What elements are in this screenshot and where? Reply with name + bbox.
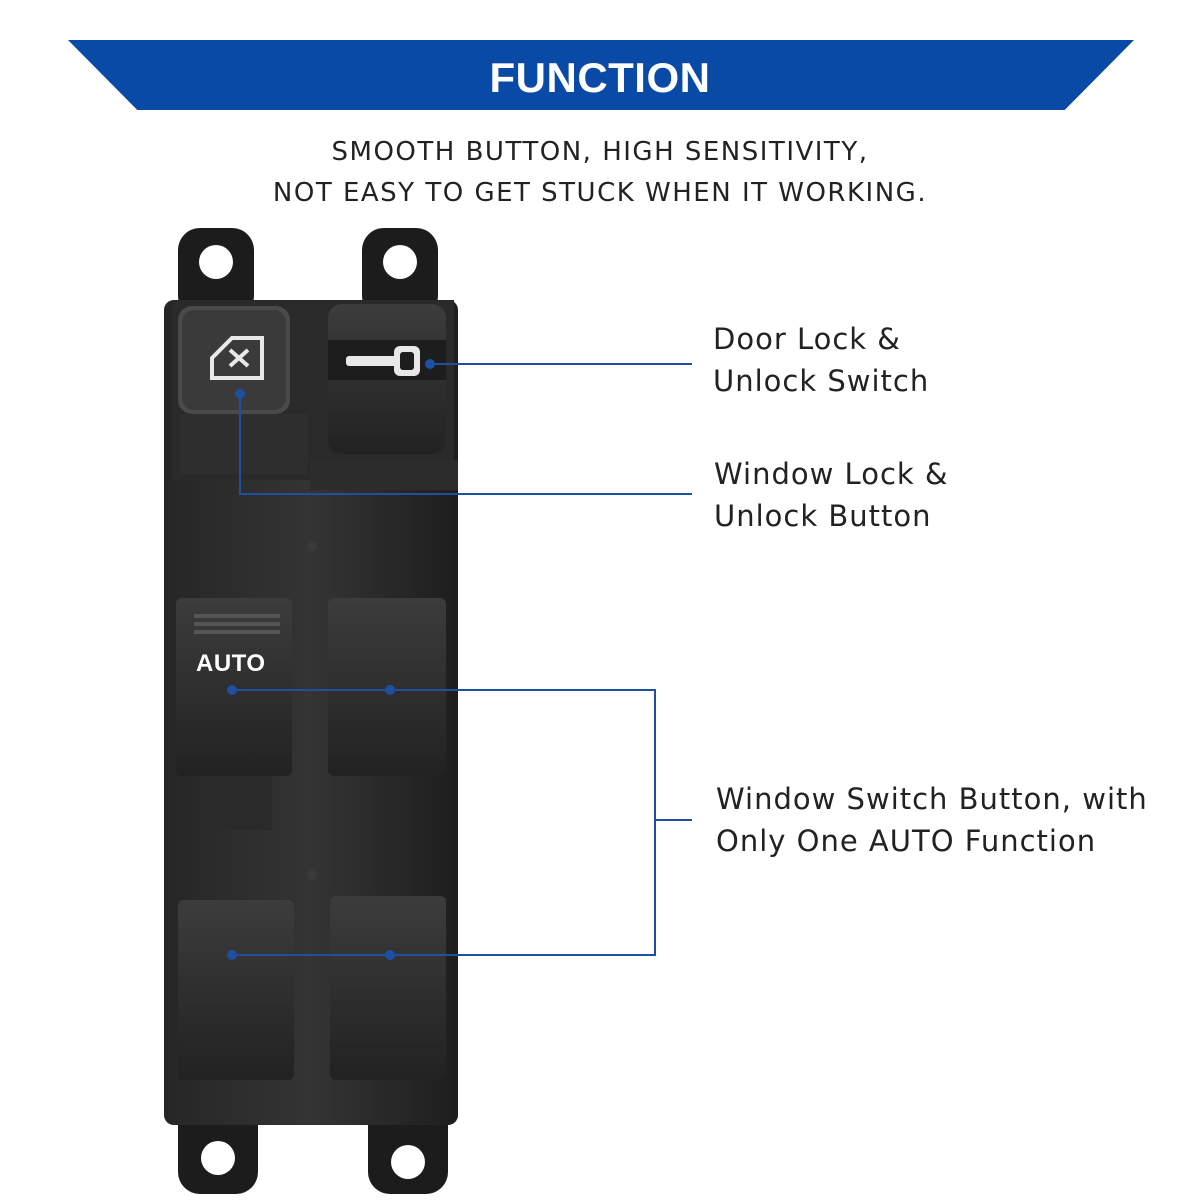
door-lock-callout-line-1: Door Lock & [713,322,901,356]
banner-title: FUNCTION [489,54,711,101]
window-lock-callout-line-1: Window Lock & [714,457,949,491]
window-switch-product-image [164,228,458,1194]
key-icon [346,346,420,376]
window-lock-button[interactable] [178,306,290,414]
window-switch-callout: Window Switch Button, with Only One AUTO… [716,778,1148,862]
window-lock-icon [210,336,264,380]
subtitle-line-2: NOT EASY TO GET STUCK WHEN IT WORKING. [272,178,928,208]
auto-label: AUTO [196,650,266,677]
window-switch-rear-right[interactable] [330,896,446,1080]
function-banner [68,40,1134,110]
window-lock-callout: Window Lock & Unlock Button [714,453,949,537]
window-switch-leader [232,689,692,956]
mount-tab-top-right [362,228,438,318]
window-switch-rear-left[interactable] [178,900,294,1080]
window-switch-callout-line-1: Window Switch Button, with [716,782,1148,816]
window-switch-callout-line-2: Only One AUTO Function [716,824,1097,858]
window-lock-leader [239,394,692,495]
window-lock-callout-line-2: Unlock Button [714,499,932,533]
subtitle-line-1: SMOOTH BUTTON, HIGH SENSITIVITY, [331,137,869,167]
door-lock-callout: Door Lock & Unlock Switch [713,318,929,402]
mount-tab-top-left [178,228,254,318]
door-lock-callout-line-2: Unlock Switch [713,364,930,398]
door-lock-switch[interactable] [328,304,446,454]
